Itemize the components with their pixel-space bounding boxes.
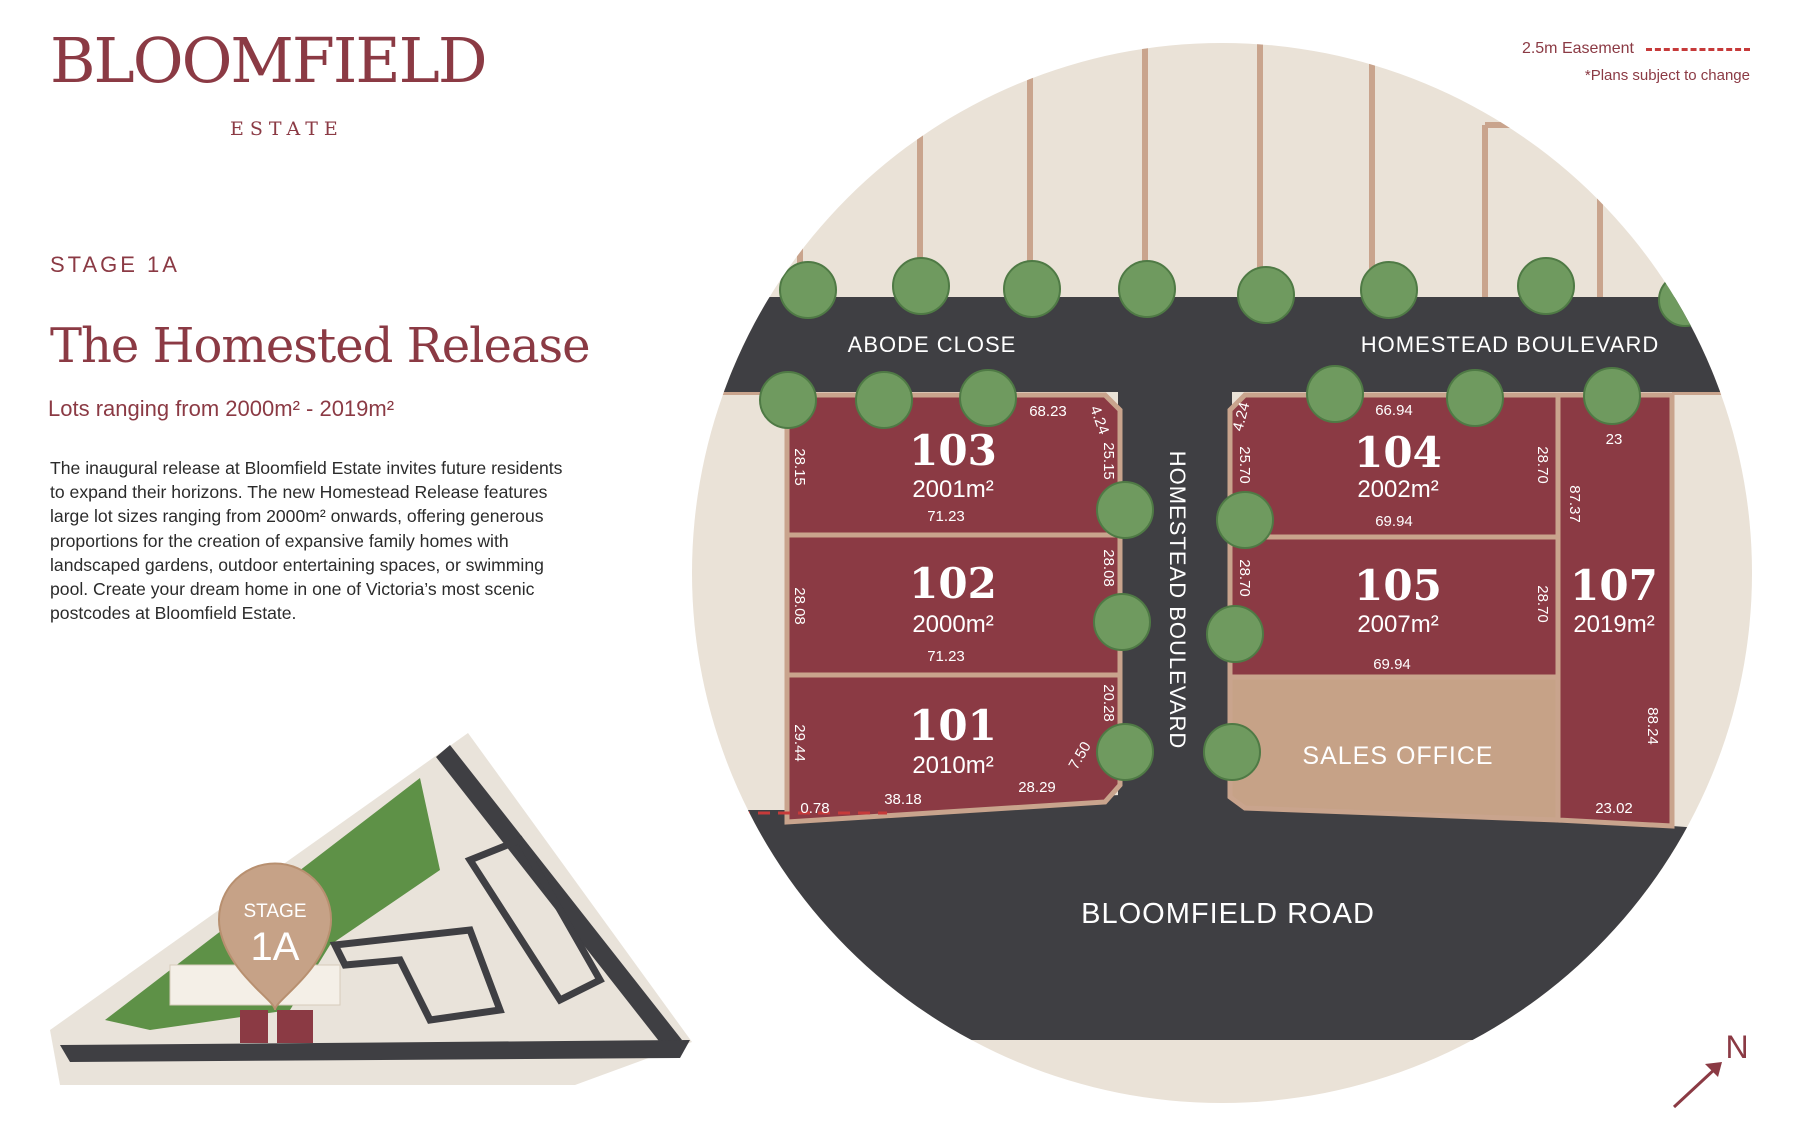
north-label: N: [1725, 1029, 1748, 1065]
road-label-homestead-vertical: HOMESTEAD BOULEVARD: [1165, 451, 1190, 750]
legend-easement-label: 2.5m Easement: [1521, 40, 1634, 57]
road-label-homestead-boulevard: HOMESTEAD BOULEVARD: [1361, 332, 1660, 357]
dim-label: 66.94: [1375, 402, 1413, 419]
dim-label: 69.94: [1375, 513, 1413, 530]
dim-label: 29.44: [791, 724, 808, 762]
logo-wordmark: BLOOMFIELD: [50, 24, 488, 97]
tree-icon: [1003, 260, 1061, 318]
dim-label: 28.29: [1018, 779, 1056, 796]
logo-subtitle: ESTATE: [230, 118, 344, 140]
tree-icon: [1203, 723, 1261, 781]
lot-105-area: 2007m²: [1357, 611, 1438, 638]
dim-label: 0.78: [800, 800, 829, 817]
lot-103-number: 103: [909, 426, 997, 475]
tree-icon: [1118, 260, 1176, 318]
lot-range-subtitle: Lots ranging from 2000m² - 2019m²: [48, 396, 395, 421]
tree-icon: [855, 371, 913, 429]
tree-icon: [1446, 369, 1504, 427]
dim-label: 71.23: [927, 508, 965, 525]
tree-icon: [1583, 367, 1641, 425]
tree-icon: [1658, 273, 1712, 327]
tree-icon: [1093, 593, 1151, 651]
plan-circle: ABODE CLOSE HOMESTEAD BOULEVARD HOMESTEA…: [692, 43, 1752, 1103]
inset-roads-inner-east: [464, 835, 605, 1005]
dim-label: 87.37: [1566, 485, 1583, 523]
dim-label: 71.23: [927, 648, 965, 665]
dim-label: 25.70: [1236, 446, 1253, 484]
dim-label: 28.08: [1100, 549, 1117, 587]
tree-icon: [892, 257, 950, 315]
lot-107-number: 107: [1570, 561, 1658, 610]
dim-label: 88.24: [1644, 707, 1661, 745]
legend-easement: 2.5m Easement: [1522, 40, 1750, 58]
lot-105-number: 105: [1354, 561, 1442, 610]
dim-label: 28.70: [1236, 559, 1253, 597]
dim-label: 28.15: [791, 448, 808, 486]
dim-label: 25.15: [1100, 442, 1117, 480]
stage-badge-number: 1A: [251, 925, 300, 969]
road-bloomfield: [692, 795, 1752, 1040]
legend-note: *Plans subject to change: [1584, 67, 1750, 84]
tree-icon: [1096, 481, 1154, 539]
dim-label: 28.70: [1534, 585, 1551, 623]
page-title: The Homested Release: [50, 318, 591, 374]
dim-label: 38.18: [884, 791, 922, 808]
lot-104-number: 104: [1354, 428, 1442, 477]
lot-102-number: 102: [909, 559, 997, 608]
lot-107-area: 2019m²: [1573, 611, 1654, 638]
release-description: The inaugural release at Bloomfield Esta…: [50, 458, 563, 624]
stage-label: STAGE 1A: [50, 252, 180, 277]
dim-label: 20.28: [1100, 684, 1117, 722]
tree-icon: [759, 371, 817, 429]
inset-road-bloomfield: [60, 1040, 690, 1062]
dim-label: 23: [1606, 431, 1623, 448]
stage-badge-label: STAGE: [244, 901, 307, 922]
north-arrow-icon: N: [1672, 1029, 1749, 1109]
tree-icon: [1216, 491, 1274, 549]
lot-103-shape: [784, 392, 1123, 538]
brand-logo: BLOOMFIELD ESTATE: [50, 24, 530, 141]
stage-pin-icon: [218, 862, 332, 1011]
lot-102-area: 2000m²: [912, 611, 993, 638]
easement-dash-icon: [1646, 47, 1750, 51]
dim-label: 28.08: [791, 587, 808, 625]
dim-label: 69.94: [1373, 656, 1411, 673]
lot-104-area: 2002m²: [1357, 476, 1438, 503]
sales-office-label: SALES OFFICE: [1302, 742, 1493, 770]
tree-icon: [1096, 723, 1154, 781]
tree-icon: [779, 261, 837, 319]
lot-103-area: 2001m²: [912, 476, 993, 503]
street-trees: [759, 257, 1712, 781]
inset-road-east: [436, 745, 682, 1045]
tree-icon: [959, 369, 1017, 427]
road-label-abode-close: ABODE CLOSE: [848, 332, 1017, 357]
inset-roads-inner: [329, 926, 505, 1024]
inset-stage-lot: [240, 1010, 268, 1043]
map-legend: 2.5m Easement *Plans subject to change: [1522, 40, 1750, 84]
tree-icon: [1306, 365, 1364, 423]
lot-101-number: 101: [909, 701, 997, 750]
estate-inset-map: STAGE 1A: [50, 733, 692, 1085]
tree-icon: [1517, 257, 1575, 315]
dim-label: 68.23: [1029, 403, 1067, 420]
tree-icon: [1206, 605, 1264, 663]
road-label-bloomfield: BLOOMFIELD ROAD: [1081, 898, 1375, 930]
tree-icon: [1360, 261, 1418, 319]
tree-icon: [1237, 266, 1295, 324]
dim-label: 4.24: [1229, 400, 1253, 433]
dim-label: 23.02: [1595, 800, 1633, 817]
lot-101-area: 2010m²: [912, 752, 993, 779]
inset-stage-lot: [277, 1010, 313, 1043]
dim-label: 28.70: [1534, 446, 1551, 484]
